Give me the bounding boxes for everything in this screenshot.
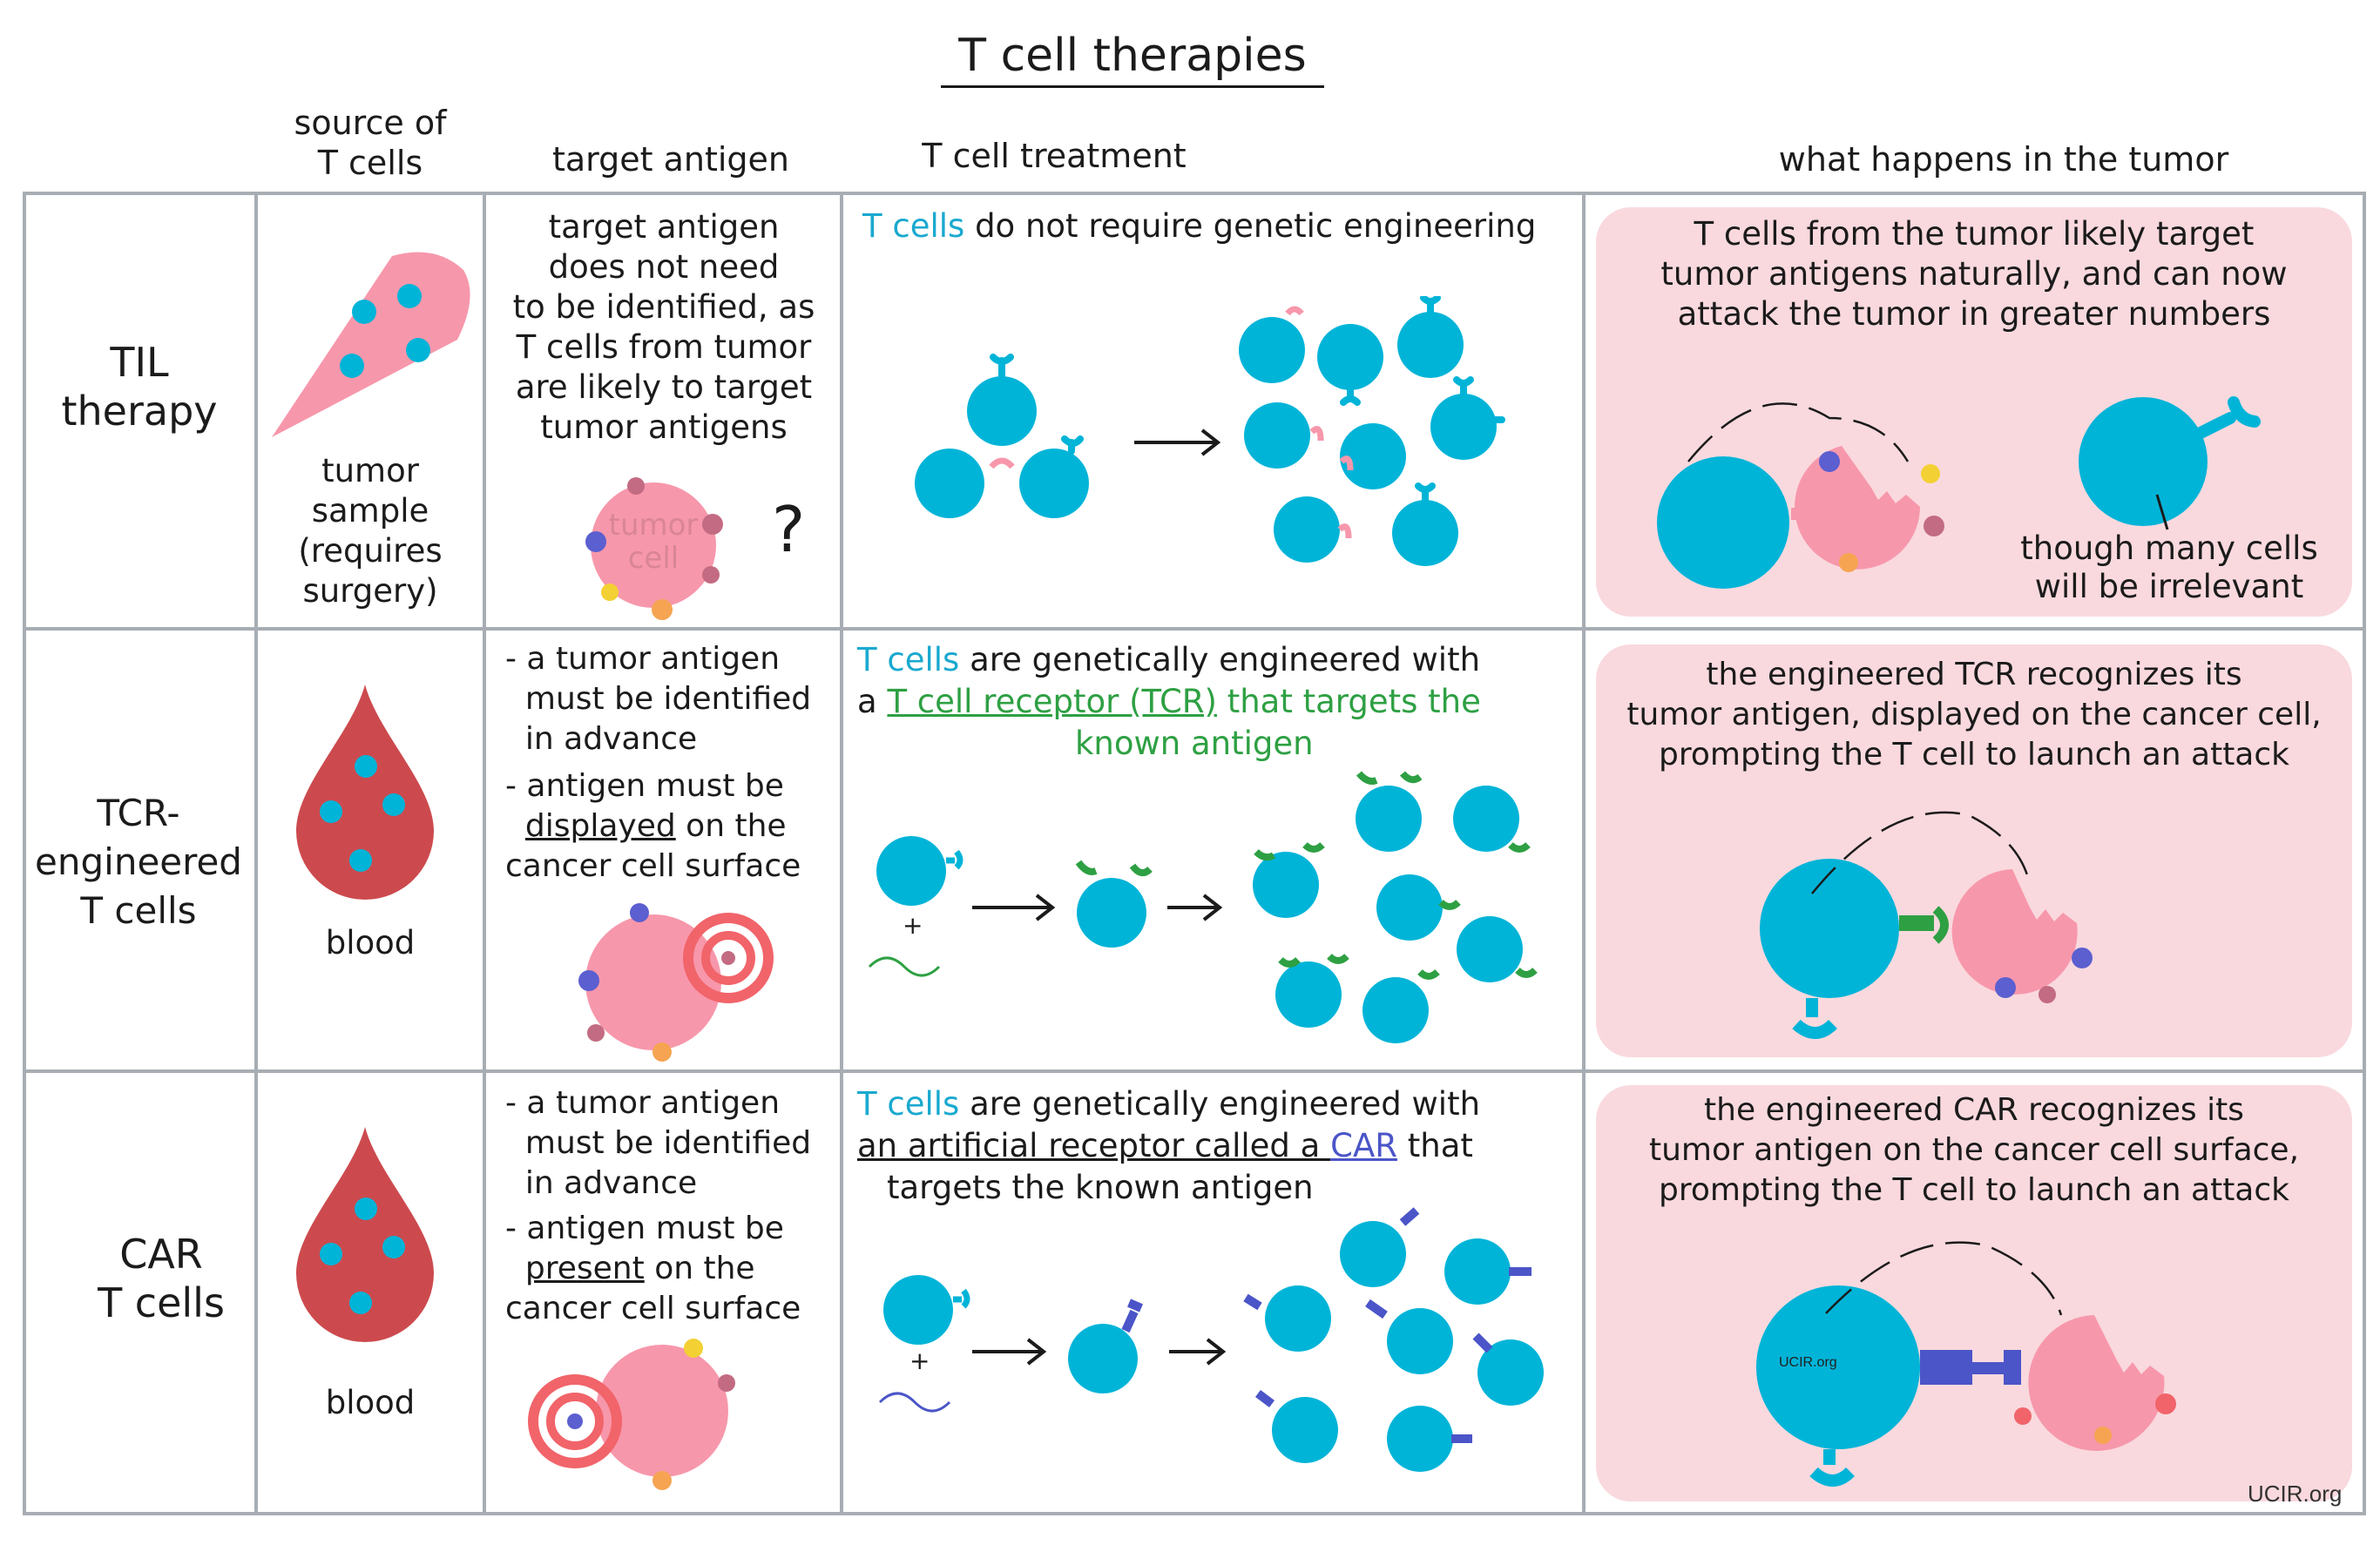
tcr-receptor-label: T cell receptor (TCR) [887,683,1217,720]
car-treatment-targets: targets the known antigen [887,1169,1314,1206]
tcr-blood-drop [296,685,434,900]
til-attack-illustration [1657,396,2261,589]
tumor-panel-car [1596,1085,2352,1501]
car-antigen-line1: - a tumor antigen must be identified in … [505,1085,812,1201]
car-attack-illustration [1756,1241,2176,1487]
page-title: T cell therapies [941,30,1324,88]
car-source-label: blood [325,1384,416,1421]
car-treatment-text: T cells are genetically engineered with … [857,1083,1580,1209]
car-antigen-line2b: on the [644,1251,755,1286]
til-tumor-cell-label: tumor cell [608,508,699,576]
car-antigen-line2a: - antigen must be [505,1211,784,1246]
car-antigen-underlined: present [524,1251,645,1286]
tumor-panel-tcr [1596,644,2352,1057]
til-treatment-text: T cells do not require genetic engineeri… [862,206,1586,246]
header-tumor: what happens in the tumor [1778,140,2229,179]
til-antigen-text: target antigen does not need to be ident… [512,208,815,446]
car-blood-drop [296,1127,434,1342]
car-cell-watermark: UCIR.org [1779,1355,1837,1370]
watermark: UCIR.org [2248,1481,2343,1507]
row-label-til: TIL therapy [61,339,218,435]
tcr-treatment-targets: that targets the [1216,683,1481,720]
tcr-antigen-underlined: displayed [524,808,676,844]
til-tumor-note: though many cells will be irrelevant [2020,530,2318,605]
tcr-antigen-line1: - a tumor antigen must be identified in … [505,641,812,757]
tcr-tumor-target [578,903,774,1062]
til-treatment-rest: do not require genetic engineering [964,207,1537,245]
car-treatment-highlight: T cells [857,1085,960,1123]
til-expansion-illustration [915,296,1505,566]
tcr-treatment-text: T cells are genetically engineered with … [857,639,1580,765]
til-source-label: tumor sample (requires surgery) [298,452,443,610]
til-treatment-highlight: T cells [862,207,965,245]
tcr-source-label: blood [325,924,416,961]
tcr-treatment-rest: are genetically engineered with [959,641,1481,678]
header-source: source of T cells [294,104,447,182]
til-tumor-cell [585,477,723,620]
car-tumor-text: the engineered CAR recognizes its tumor … [1648,1092,2300,1208]
header-treatment: T cell treatment [922,137,1187,175]
row-label-tcr: TCR- engineered T cells [35,792,242,932]
car-treatment-rest: are genetically engineered with [959,1085,1481,1123]
tcr-treatment-a: a [857,683,888,720]
tcr-tumor-text: the engineered TCR recognizes its tumor … [1626,657,2322,772]
car-label: CAR [1330,1127,1397,1164]
tcr-antigen-line2a: - antigen must be [505,768,784,804]
til-tumor-text: T cells from the tumor likely target tum… [1660,215,2288,333]
tcr-attack-illustration [1760,811,2093,1039]
header-target-antigen: target antigen [551,140,790,179]
tcr-plus-sign: + [903,911,923,940]
car-antigen-line2: - antigen must be present on the cancer … [505,1209,836,1329]
car-plus-sign: + [909,1346,930,1375]
tcr-expansion-illustration [868,771,1538,1043]
car-antigen-line2c: cancer cell surface [505,1291,801,1326]
car-treatment-that: that [1396,1127,1473,1164]
question-mark: ? [772,493,806,566]
car-treatment-ul: an artificial receptor called a [857,1127,1331,1164]
row-label-car: CAR T cells [98,1231,225,1326]
tcr-antigen-line2: - antigen must be displayed on the cance… [505,766,836,887]
tcr-antigen-line2c: cancer cell surface [505,848,801,884]
tcr-antigen-line2b: on the [675,808,787,844]
tcr-treatment-highlight: T cells [857,641,960,678]
tumor-sample-illustration [272,252,470,437]
car-tumor-target [528,1339,735,1490]
car-expansion-illustration [878,1207,1544,1472]
tcr-treatment-known: known antigen [1075,725,1314,762]
